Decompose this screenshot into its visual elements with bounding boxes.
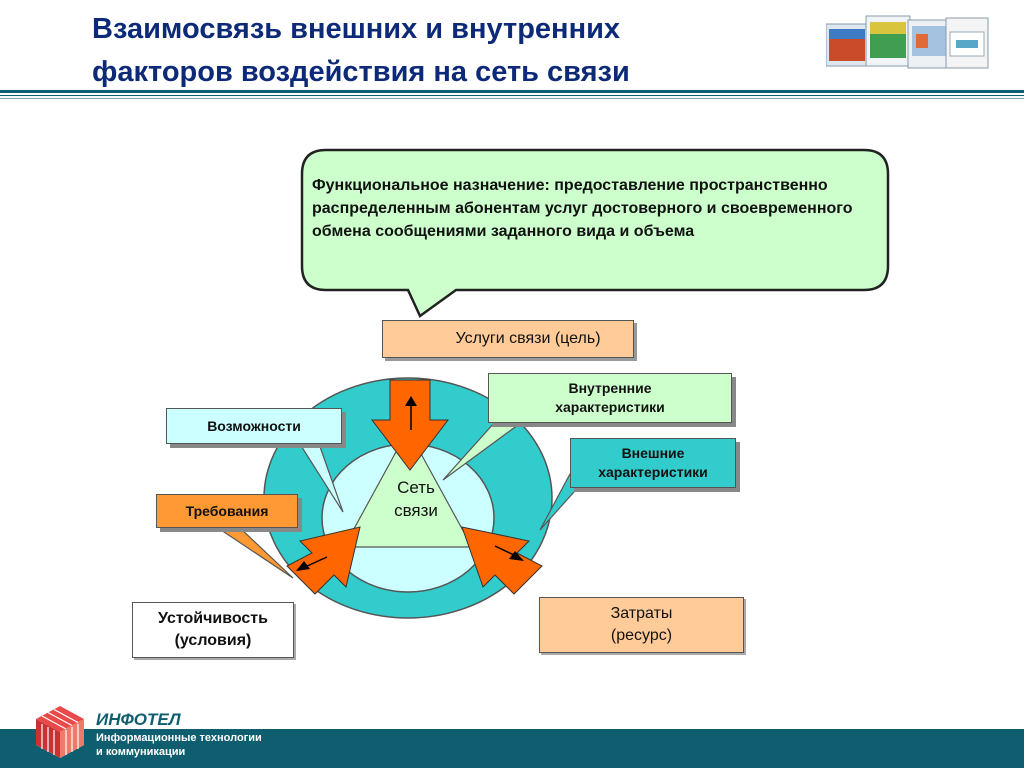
goal-label: Услуги связи (цель): [455, 330, 601, 347]
capabilities-label: Возможности: [207, 418, 301, 434]
external-characteristics-box: Внешние характеристики: [570, 438, 736, 488]
internal-label-1: Внутренние: [568, 380, 652, 396]
core-label-2: связи: [394, 501, 438, 520]
footer-band: [0, 729, 1024, 768]
goal-box: Услуги связи (цель): [382, 320, 634, 358]
stability-box: Устойчивость (условия): [132, 602, 294, 658]
screenshot-thumbnails-icon: [826, 15, 989, 69]
stability-label-1: Устойчивость: [158, 610, 268, 627]
internal-characteristics-box: Внутренние характеристики: [488, 373, 732, 423]
header-rule-thin: [0, 98, 1024, 99]
arrow-bottom-left: [286, 526, 361, 595]
callout-bubble: [300, 148, 890, 318]
external-label-2: характеристики: [598, 464, 708, 480]
footer-brand: ИНФОТЕЛ: [96, 710, 181, 729]
infotel-logo-icon: [36, 706, 84, 758]
title-line-1: Взаимосвязь внешних и внутренних: [92, 13, 621, 45]
page-title: Взаимосвязь внешних и внутренних факторо…: [92, 8, 792, 94]
arrow-top: [370, 379, 450, 471]
external-label-1: Внешние: [621, 445, 685, 461]
requirements-box: Требования: [156, 494, 298, 528]
tagline-line-2: и коммуникации: [96, 746, 186, 758]
costs-box: Затраты (ресурс): [539, 597, 744, 653]
tagline-line-1: Информационные технологии: [96, 732, 262, 744]
core-triangle: [342, 428, 474, 548]
costs-label-2: (ресурс): [610, 627, 673, 644]
capabilities-box: Возможности: [166, 408, 342, 444]
requirements-label: Требования: [185, 503, 269, 519]
header-rule: [0, 90, 1024, 93]
internal-label-2: характеристики: [555, 399, 665, 415]
core-label-1: Сеть: [397, 478, 435, 497]
callout-text: Функциональное назначение: предоставлени…: [312, 177, 853, 240]
header-rule-thin: [0, 95, 1024, 96]
arrow-bottom-right: [461, 526, 543, 595]
stability-label-2: (условия): [174, 632, 252, 649]
pointer-requirements: [216, 527, 294, 579]
costs-label-1: Затраты: [610, 605, 673, 622]
title-line-2: факторов воздействия на сеть связи: [92, 56, 630, 88]
footer-tagline: Информационные технологии и коммуникации: [96, 731, 356, 759]
network-core-label: Сеть связи: [366, 476, 466, 522]
